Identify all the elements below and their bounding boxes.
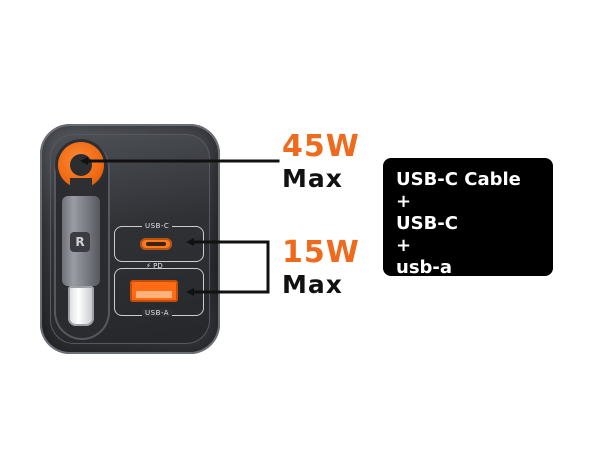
callout-line-bottom: [188, 240, 270, 294]
info-line-usb-c: USB-C: [396, 213, 458, 234]
callout-15w: 15W Max: [282, 235, 360, 299]
pd-label: ⚡ PD: [146, 262, 163, 270]
port-combination-box: USB-C Cable + USB-C + usb-a: [383, 158, 553, 278]
callout-arrow-a: [186, 288, 194, 296]
usb-a-port: [130, 280, 178, 302]
max-label-top: Max: [282, 164, 343, 193]
cable-logo: R: [70, 232, 90, 252]
callout-45w: 45W Max: [282, 129, 360, 193]
info-line-usb-a: usb-a: [396, 257, 453, 278]
usb-c-port-label: USB-C: [142, 222, 173, 230]
callout-arrow-c: [186, 238, 194, 246]
callout-arrow-top: [80, 157, 88, 165]
usb-a-port-label: USB-A: [142, 309, 173, 317]
info-line-plus-2: +: [396, 235, 412, 256]
info-line-cable: USB-C Cable: [396, 169, 521, 190]
max-label-bottom: Max: [282, 270, 343, 299]
pd-text: PD: [153, 262, 163, 270]
wattage-15w: 15W: [282, 235, 360, 270]
usb-c-plug: [68, 286, 94, 326]
lightning-icon: ⚡: [146, 262, 151, 270]
cable-neck: [70, 178, 92, 200]
wattage-45w: 45W: [282, 129, 360, 164]
info-line-plus-1: +: [396, 191, 412, 212]
usb-c-port: [140, 238, 172, 250]
